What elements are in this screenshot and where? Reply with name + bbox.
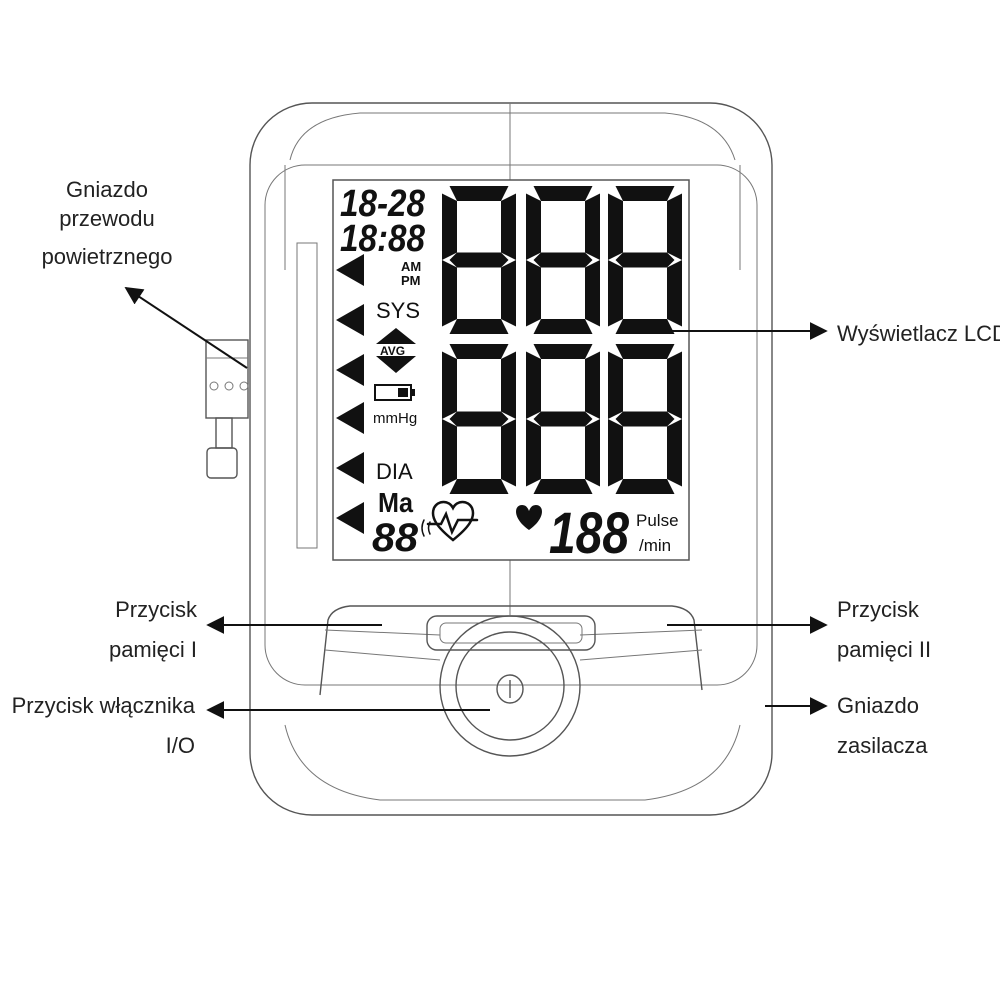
- device-body: [249, 102, 773, 816]
- callout-power-button: Przycisk włącznika I/O: [12, 693, 196, 758]
- diastolic-digit-3-segment-c: [667, 419, 682, 487]
- systolic-digit-2-segment-g: [533, 252, 593, 268]
- triangle-pointer-icon: [336, 254, 364, 286]
- diastolic-digit-2-segment-e: [526, 419, 541, 487]
- systolic-digit-3-segment-g: [615, 252, 675, 268]
- triangle-pointer-icon: [336, 304, 364, 336]
- systolic-digit-1-segment-b: [501, 193, 516, 260]
- lcd-pulse-label: Pulse: [636, 511, 679, 530]
- diastolic-digit-2-segment-a: [533, 344, 593, 359]
- battery-icon: [374, 384, 415, 401]
- diastolic-digit-1-segment-e: [442, 419, 457, 487]
- lcd-sys-label: SYS: [376, 298, 420, 323]
- callout-memory-1-line2: pamięci I: [109, 637, 197, 662]
- diastolic-digit-1-segment-b: [501, 351, 516, 419]
- lcd-am: AM: [401, 259, 421, 274]
- diastolic-digit-2-segment-c: [585, 419, 600, 487]
- lcd-pointer-column: [336, 254, 364, 534]
- diastolic-digit-1: [442, 344, 516, 494]
- air-hose-socket: [205, 339, 249, 479]
- systolic-digit-2-segment-d: [533, 319, 593, 334]
- systolic-digit-2-segment-a: [533, 186, 593, 201]
- systolic-digit-1-segment-c: [501, 260, 516, 327]
- systolic-digit-3-segment-a: [615, 186, 675, 201]
- triangle-pointer-icon: [336, 452, 364, 484]
- diastolic-digit-2-segment-g: [533, 411, 593, 427]
- diastolic-digit-3-segment-e: [608, 419, 623, 487]
- lcd-systolic-digits: [442, 186, 682, 334]
- lcd-pulse-value: 188: [549, 501, 630, 566]
- systolic-digit-1-segment-a: [449, 186, 509, 201]
- triangle-pointer-icon: [336, 354, 364, 386]
- callout-memory-2: Przycisk pamięci II: [837, 597, 931, 662]
- lcd-unit: mmHg: [373, 410, 417, 427]
- lcd-screen: 18-28 18:88 AM PM SYS AVG mmHg DIA Ma 88: [332, 179, 690, 566]
- callout-memory-1-line1: Przycisk: [115, 597, 198, 622]
- systolic-digit-2: [526, 186, 600, 334]
- systolic-digit-3: [608, 186, 682, 334]
- diastolic-digit-3-segment-f: [608, 351, 623, 419]
- avg-diamond-icon: [376, 328, 416, 373]
- diastolic-digit-2-segment-b: [585, 351, 600, 419]
- systolic-digit-2-segment-b: [585, 193, 600, 260]
- diastolic-digit-1-segment-a: [449, 344, 509, 359]
- callout-lcd: Wyświetlacz LCD: [837, 321, 1000, 346]
- systolic-digit-1-segment-g: [449, 252, 509, 268]
- callout-air-socket-line2: przewodu: [59, 206, 154, 231]
- diastolic-digit-3: [608, 344, 682, 494]
- lcd-date: 18-28: [340, 183, 426, 225]
- systolic-digit-2-segment-f: [526, 193, 541, 260]
- callout-power-socket-line2: zasilacza: [837, 733, 928, 758]
- diastolic-digit-3-segment-g: [615, 411, 675, 427]
- diastolic-digit-3-segment-b: [667, 351, 682, 419]
- lcd-diastolic-digits: [442, 344, 682, 494]
- heart-icon: [516, 505, 542, 530]
- arrow-up-left-icon: [124, 287, 248, 369]
- callout-memory-2-line2: pamięci II: [837, 637, 931, 662]
- systolic-digit-1-segment-e: [442, 260, 457, 327]
- callout-memory-2-line1: Przycisk: [837, 597, 920, 622]
- lcd-memory-number: 88: [372, 516, 419, 560]
- callout-power-socket: Gniazdo zasilacza: [837, 693, 928, 758]
- systolic-digit-2-segment-e: [526, 260, 541, 327]
- callout-power-button-line2: I/O: [166, 733, 195, 758]
- systolic-digit-1-segment-f: [442, 193, 457, 260]
- diastolic-digit-1-segment-f: [442, 351, 457, 419]
- systolic-digit-3-segment-d: [615, 319, 675, 334]
- callout-air-socket-line3: powietrznego: [42, 244, 173, 269]
- systolic-digit-3-segment-c: [667, 260, 682, 327]
- lcd-dia-label: DIA: [376, 459, 413, 484]
- callout-power-button-line1: Przycisk włącznika: [12, 693, 196, 718]
- triangle-pointer-icon: [336, 402, 364, 434]
- callout-power-socket-line1: Gniazdo: [837, 693, 919, 718]
- button-panel: [319, 605, 703, 696]
- diastolic-digit-2: [526, 344, 600, 494]
- diastolic-digit-1-segment-c: [501, 419, 516, 487]
- systolic-digit-2-segment-c: [585, 260, 600, 327]
- diastolic-digit-3-segment-d: [615, 479, 675, 494]
- callout-air-socket-line1: Gniazdo: [66, 177, 148, 202]
- diastolic-digit-3-segment-a: [615, 344, 675, 359]
- irregular-heartbeat-icon: [421, 500, 479, 542]
- diastolic-digit-1-segment-g: [449, 411, 509, 427]
- power-button[interactable]: [439, 615, 581, 757]
- lcd-memory-indicator: Ma: [378, 487, 413, 518]
- diastolic-digit-2-segment-f: [526, 351, 541, 419]
- diastolic-digit-2-segment-d: [533, 479, 593, 494]
- systolic-digit-3-segment-e: [608, 260, 623, 327]
- systolic-digit-3-segment-f: [608, 193, 623, 260]
- diastolic-digit-1-segment-d: [449, 479, 509, 494]
- systolic-digit-3-segment-b: [667, 193, 682, 260]
- lcd-pulse-unit: /min: [639, 536, 671, 555]
- lcd-avg-label: AVG: [380, 344, 405, 358]
- memory-button-slot[interactable]: [426, 615, 596, 651]
- systolic-digit-1: [442, 186, 516, 334]
- lcd-pm: PM: [401, 273, 421, 288]
- callout-memory-1: Przycisk pamięci I: [109, 597, 198, 662]
- triangle-pointer-icon: [336, 502, 364, 534]
- callout-air-socket: Gniazdo przewodu powietrznego: [42, 177, 173, 269]
- systolic-digit-1-segment-d: [449, 319, 509, 334]
- lcd-time: 18:88: [340, 218, 426, 260]
